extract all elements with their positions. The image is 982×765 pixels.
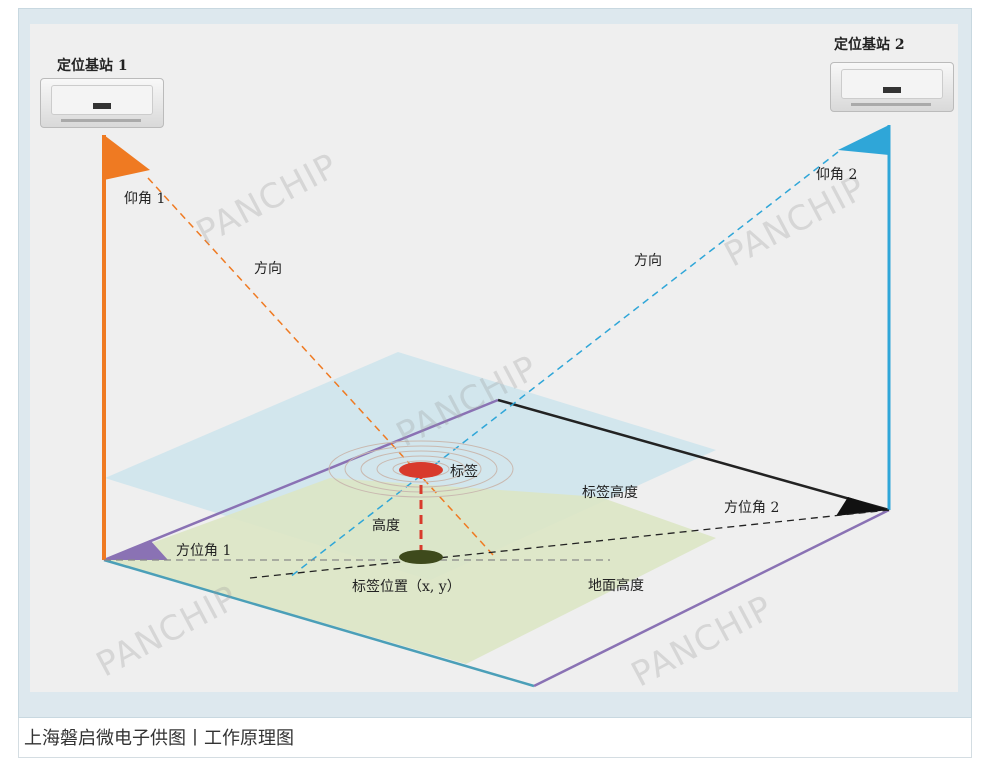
tag-height-label: 标签高度: [582, 485, 638, 501]
floor-edge-left-back: [103, 398, 499, 562]
height-label: 高度: [372, 518, 400, 534]
elevation-1-label: 仰角 1: [124, 191, 166, 207]
elevation-wedge-2: [838, 125, 889, 155]
ground-height-label: 地面高度: [588, 578, 644, 594]
floor-edge-right-front: [533, 508, 890, 688]
ground-plane: [105, 478, 716, 664]
azimuth-1-label: 方位角 1: [176, 543, 232, 559]
base-station-1-image: [40, 78, 164, 128]
station-2-label: 定位基站 2: [834, 37, 905, 53]
figure-caption: 上海磐启微电子供图丨工作原理图: [24, 728, 294, 749]
azimuth-wedge-1: [104, 540, 168, 560]
tag-position-marker: [399, 550, 443, 564]
base-station-2-image: [830, 62, 954, 112]
tag-position-label: 标签位置（x, y）: [352, 579, 461, 595]
elevation-wedge-1: [104, 135, 150, 180]
direction-line-2: [289, 151, 839, 578]
caption-box: [18, 718, 972, 758]
tag-marker: [399, 462, 443, 478]
direction-1-label: 方向: [254, 261, 282, 277]
elevation-2-label: 仰角 2: [816, 167, 858, 183]
station-1-label: 定位基站 1: [57, 58, 128, 74]
floor-edge-right-back: [497, 398, 890, 512]
direction-2-label: 方向: [634, 253, 662, 269]
tag-label: 标签: [450, 464, 478, 480]
floor-edge-left-front: [103, 558, 535, 688]
azimuth-2-label: 方位角 2: [724, 500, 780, 516]
direction-line-1: [147, 177, 495, 557]
